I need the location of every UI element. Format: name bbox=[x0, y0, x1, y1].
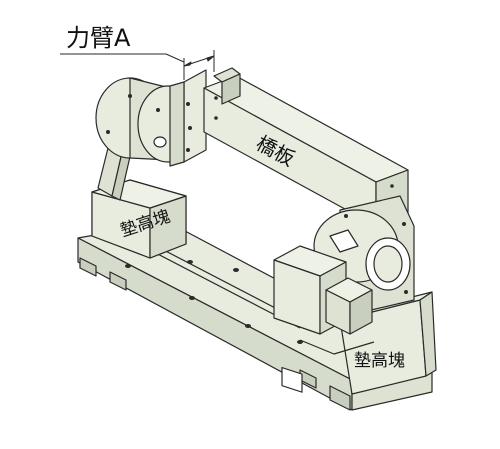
riser-right-label: 墊高塊 bbox=[354, 351, 405, 371]
arm-label: 力臂A bbox=[66, 24, 131, 52]
arm-dimension-marker bbox=[60, 50, 215, 80]
gearbox-motor bbox=[273, 245, 375, 393]
arm-plate bbox=[169, 69, 207, 167]
left-riser-block: 墊高塊 bbox=[91, 179, 187, 259]
